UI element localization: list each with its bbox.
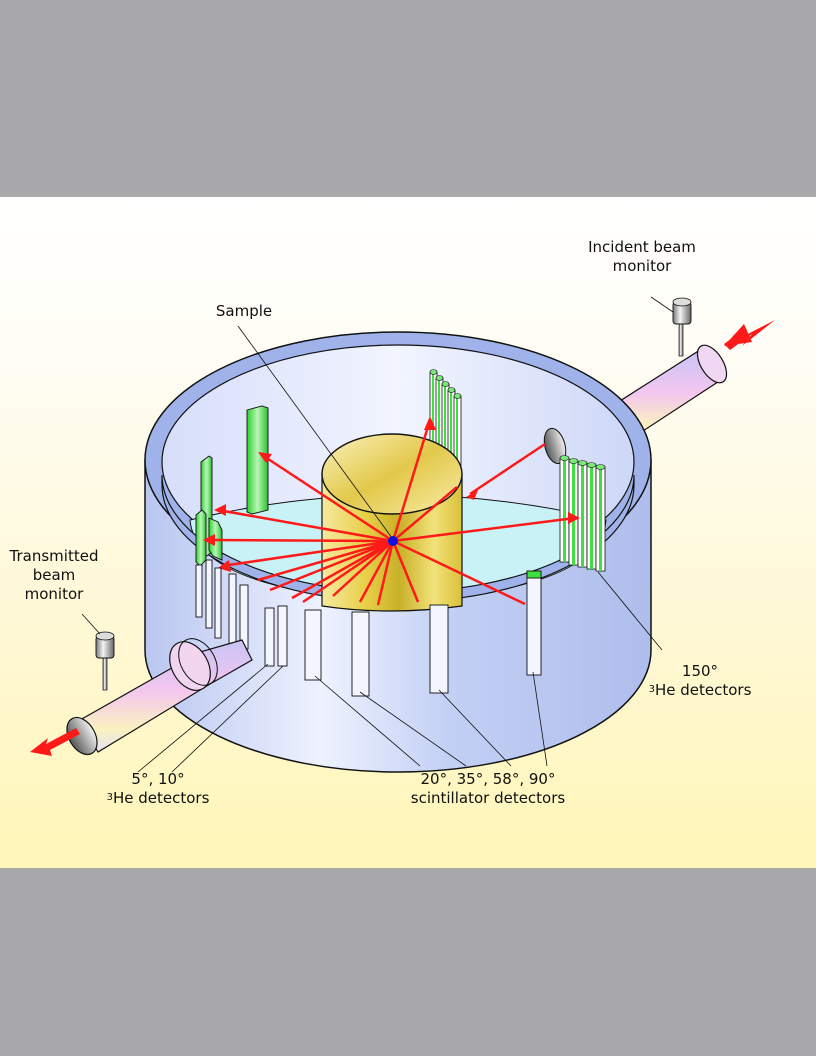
scintillator-type: scintillator detectors xyxy=(410,789,566,807)
transmitted-beam-pipe xyxy=(66,638,253,756)
transmitted-label-line2: beam xyxy=(32,566,76,584)
scintillator-detectors-label: 20°, 35°, 58°, 90° scintillator detector… xyxy=(398,770,578,808)
transmitted-label-line1: Transmitted xyxy=(9,547,99,565)
isotope-superscript: 3 xyxy=(648,684,655,695)
sample-cylinder xyxy=(321,433,463,612)
detectors-150-type: 3He detectors xyxy=(640,681,760,700)
detector-bank-150 xyxy=(559,455,606,572)
transmitted-beam-monitor-label: Transmitted beam monitor xyxy=(6,547,102,604)
detectors-5-10-type: 3He detectors xyxy=(88,789,228,808)
transmitted-label-line3: monitor xyxy=(24,585,84,603)
leader-lines xyxy=(81,296,674,773)
transmitted-beam-arrow xyxy=(30,728,80,756)
detector-bank-top xyxy=(429,369,462,497)
isotope-superscript: 3 xyxy=(106,792,113,803)
detectors-150-label: 150° 3He detectors xyxy=(640,662,760,700)
detectors-150-angle: 150° xyxy=(681,662,719,680)
incident-beam-arrow-head xyxy=(724,324,752,346)
sample-point xyxy=(388,536,398,546)
incident-label-line1: Incident beam xyxy=(588,238,696,256)
detectors-5-10-label: 5°, 10° 3He detectors xyxy=(88,770,228,808)
detectors-5-10-type-text: He detectors xyxy=(112,789,210,807)
front-detectors xyxy=(195,559,542,697)
detectors-150-type-text: He detectors xyxy=(654,681,752,699)
incident-label-line2: monitor xyxy=(612,257,672,275)
scattered-rays xyxy=(207,419,576,606)
incident-beam-monitor-label: Incident beam monitor xyxy=(528,238,756,276)
top-gray-band xyxy=(0,0,816,197)
detectors-5-10-angle: 5°, 10° xyxy=(131,770,185,788)
incident-beam-arrow xyxy=(724,320,775,350)
incident-beam-monitor xyxy=(672,297,692,357)
transmitted-beam-monitor xyxy=(95,631,115,691)
ray-arrowheads xyxy=(203,416,580,572)
bottom-gray-band xyxy=(0,868,816,1056)
sample-label: Sample xyxy=(215,302,273,320)
scintillator-angles: 20°, 35°, 58°, 90° xyxy=(420,770,556,788)
